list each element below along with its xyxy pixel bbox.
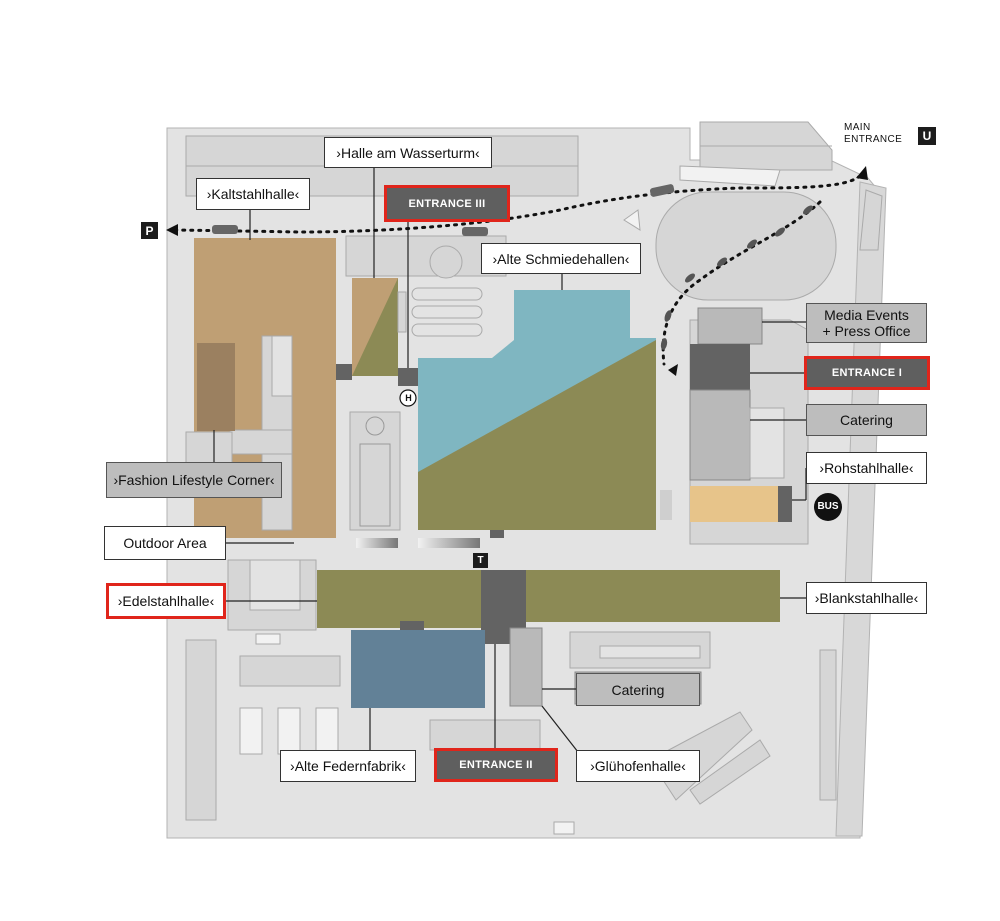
bus-circle — [814, 493, 842, 521]
label-alte-federnfabrik[interactable]: ›Alte Federnfabrik‹ — [280, 750, 416, 782]
central-north-structures — [345, 235, 507, 277]
fashion-lifestyle-building — [197, 343, 235, 431]
main-entrance-label: MAIN ENTRANCE — [844, 122, 902, 146]
label-media-events-press-office[interactable]: Media Events + Press Office — [806, 303, 927, 343]
edelstahlhalle-building — [317, 570, 481, 628]
east-road — [835, 181, 887, 837]
walking-route-east — [661, 200, 822, 366]
helipad-circle — [399, 389, 417, 407]
label-outdoor-area[interactable]: Outdoor Area — [104, 526, 226, 560]
label-halle-am-wasserturm[interactable]: ›Halle am Wasserturm‹ — [324, 137, 492, 168]
rohstahlhalle-building — [690, 486, 778, 522]
media-events-line1: Media Events — [824, 307, 909, 323]
stairs-north — [679, 165, 781, 187]
media-events-building — [697, 307, 763, 345]
main-entrance-line1: MAIN — [844, 122, 871, 133]
blankstahlhalle-building — [526, 570, 780, 622]
gluehofenhalle-building — [509, 627, 543, 707]
leader-lines — [213, 168, 807, 766]
route-arrow-entrance1 — [668, 364, 678, 376]
label-edelstahlhalle[interactable]: ›Edelstahlhalle‹ — [106, 583, 226, 619]
label-rohstahlhalle[interactable]: ›Rohstahlhalle‹ — [806, 452, 927, 484]
main-entrance-line2: ENTRANCE — [844, 134, 903, 145]
subway-icon[interactable]: U — [918, 127, 936, 145]
oval-area — [655, 191, 837, 301]
entrance-2-button[interactable]: ENTRANCE II — [434, 748, 558, 782]
label-fashion-lifestyle-corner[interactable]: ›Fashion Lifestyle Corner‹ — [106, 462, 282, 498]
helipad-icon: H — [405, 393, 412, 403]
entrance-3-button[interactable]: ENTRANCE III — [384, 185, 510, 222]
media-events-line2: + Press Office — [822, 323, 911, 339]
label-kaltstahlhalle[interactable]: ›Kaltstahlhalle‹ — [196, 178, 310, 210]
footprints — [660, 205, 813, 350]
label-blankstahlhalle[interactable]: ›Blankstahlhalle‹ — [806, 582, 927, 614]
label-alte-schmiedehallen[interactable]: ›Alte Schmiedehallen‹ — [481, 243, 641, 274]
entrance-1-button[interactable]: ENTRANCE I — [804, 356, 930, 390]
tram-icon[interactable]: T — [473, 553, 488, 568]
route-arrow-main — [856, 166, 868, 180]
walking-route — [174, 174, 862, 234]
car-icon — [212, 184, 675, 236]
entrance-1-building — [690, 344, 750, 390]
label-gluehofenhalle[interactable]: ›Glühofenhalle‹ — [576, 750, 700, 782]
label-catering-north[interactable]: Catering — [806, 404, 927, 436]
label-catering-south[interactable]: Catering — [576, 673, 700, 706]
catering-north-building — [689, 389, 751, 481]
route-arrow-west — [166, 224, 178, 236]
parking-icon[interactable]: P — [141, 222, 158, 239]
alte-federnfabrik-building — [351, 630, 485, 708]
bus-icon[interactable]: BUS — [817, 501, 839, 512]
parking-rows-southwest — [239, 707, 339, 755]
